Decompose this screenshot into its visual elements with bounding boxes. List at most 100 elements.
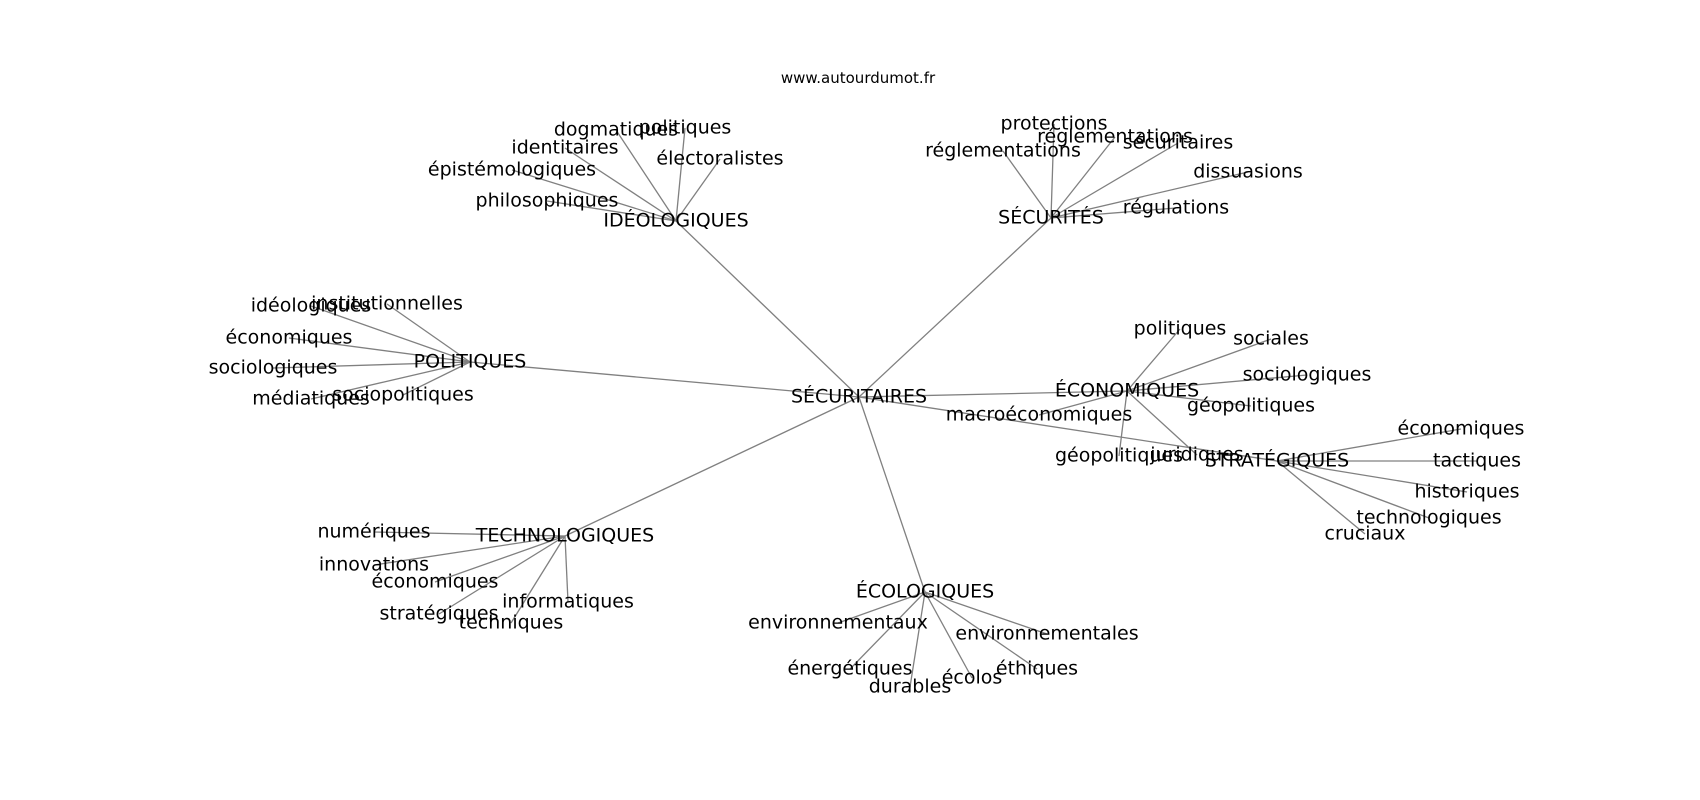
graph-edge — [675, 220, 860, 398]
leaf-node-label: historiques — [1414, 481, 1519, 503]
graph-edge — [272, 361, 471, 369]
leaf-node-label: régulations — [1123, 197, 1229, 219]
graph-edge — [1276, 428, 1462, 462]
leaf-node-label: dissuasions — [1193, 161, 1303, 183]
graph-edge — [402, 361, 471, 396]
graph-edge — [924, 591, 1048, 635]
graph-edge — [310, 305, 471, 363]
hub-node-label: ÉCOLOGIQUES — [856, 580, 994, 603]
leaf-node-label: durables — [869, 676, 952, 698]
leaf-node-label: philosophiques — [476, 190, 619, 212]
graph-edge — [615, 129, 677, 222]
graph-edge — [288, 337, 471, 363]
graph-edge — [858, 390, 1128, 398]
graph-edge — [469, 361, 860, 398]
leaf-node-label: idéologiques — [251, 295, 372, 317]
graph-edge — [924, 591, 1038, 670]
hub-node-label: STRATÉGIQUES — [1205, 449, 1350, 472]
graph-edge — [1126, 390, 1252, 407]
leaf-node-label: électoralistes — [656, 148, 783, 170]
leaf-node-label: juridiques — [1149, 444, 1243, 466]
graph-edge — [386, 303, 471, 363]
leaf-node-label: économiques — [226, 327, 353, 349]
hub-node-label: TECHNOLOGIQUES — [475, 525, 654, 547]
graph-edge — [1050, 142, 1179, 219]
leaf-node-label: énergétiques — [787, 658, 912, 680]
leaf-node-label: stratégiques — [380, 603, 499, 625]
graph-edge — [1126, 390, 1198, 456]
leaf-node-label: géopolitiques — [1055, 445, 1183, 467]
graph-edge — [373, 531, 566, 537]
graph-edge — [1050, 123, 1055, 219]
graph-edge — [858, 396, 926, 593]
graph-edge — [837, 591, 926, 624]
graph-edges — [272, 123, 1477, 688]
leaf-node-label: économiques — [372, 571, 499, 593]
leaf-node-label: dogmatiques — [554, 119, 678, 141]
graph-edge — [510, 535, 566, 624]
graph-edge — [1276, 460, 1366, 535]
leaf-node-label: cruciaux — [1325, 523, 1406, 545]
graph-edge — [564, 147, 677, 222]
graph-edge — [434, 535, 566, 583]
leaf-node-label: sécuritaires — [1123, 132, 1234, 154]
graph-edge — [924, 591, 973, 679]
leaf-node-label: politiques — [639, 117, 732, 139]
hub-node-label: SÉCURITÉS — [998, 206, 1104, 229]
leaf-node-label: réglementations — [925, 140, 1081, 162]
graph-edge — [1050, 171, 1249, 219]
leaf-node-label: macroéconomiques — [946, 404, 1133, 426]
leaf-node-label: sociales — [1233, 328, 1309, 350]
graph-edge — [675, 127, 686, 222]
leaf-node-label: techniques — [459, 612, 564, 634]
leaf-node-label: sociologiques — [1243, 364, 1372, 386]
leaf-node-label: environnementales — [955, 623, 1138, 645]
leaf-node-label: réglementations — [1037, 126, 1193, 148]
site-url[interactable]: www.autourdumot.fr — [781, 69, 936, 87]
leaf-node-label: sociopolitiques — [332, 384, 474, 406]
graph-edge — [1276, 460, 1430, 519]
graph-edge — [1126, 338, 1272, 392]
leaf-node-label: innovations — [319, 554, 429, 576]
graph-edge — [1050, 136, 1116, 219]
graph-edge — [564, 535, 569, 603]
graph-edge — [1126, 374, 1308, 392]
graph-edge — [675, 158, 721, 222]
leaf-node-label: tactiques — [1433, 450, 1521, 472]
hub-node-label: ÉCONOMIQUES — [1055, 379, 1199, 402]
graph-edge — [1038, 390, 1128, 416]
graph-edge — [909, 591, 926, 688]
graph-edge — [373, 535, 566, 566]
hub-node-label: POLITIQUES — [414, 351, 527, 373]
graph-edge — [858, 396, 1278, 462]
leaf-node-label: institutionnelles — [311, 293, 463, 315]
leaf-node-label: éthiques — [996, 658, 1078, 680]
leaf-node-label: épistémologiques — [428, 159, 596, 181]
hub-node-label: SÉCURITAIRES — [791, 385, 927, 408]
graph-edge — [1126, 328, 1181, 392]
leaf-node-label: environnementaux — [748, 612, 928, 634]
graph-edge — [858, 217, 1052, 398]
leaf-node-label: sociologiques — [209, 357, 338, 379]
graph-edge — [310, 361, 471, 400]
leaf-node-label: technologiques — [1356, 507, 1501, 529]
graph-edge — [1002, 150, 1052, 219]
graph-edge — [1050, 207, 1177, 219]
hub-node-label: IDÉOLOGIQUES — [603, 209, 748, 232]
graph-edge — [849, 591, 926, 670]
leaf-node-label: politiques — [1134, 318, 1227, 340]
leaf-node-label: géopolitiques — [1187, 395, 1315, 417]
leaf-node-label: identitaires — [511, 137, 618, 159]
leaf-node-label: médiatiques — [252, 388, 370, 410]
leaf-node-label: économiques — [1398, 418, 1525, 440]
graph-edge — [511, 169, 677, 222]
graph-edge — [1276, 460, 1468, 493]
graph-labels: SÉCURITAIRES IDÉOLOGIQUES SÉCURITÉS POLITIQ… — [209, 113, 1525, 698]
graph-edge — [546, 200, 677, 222]
graph-edge — [564, 396, 860, 537]
graph-edge — [1118, 390, 1128, 457]
leaf-node-label: informatiques — [502, 591, 634, 613]
leaf-node-label: numériques — [317, 521, 430, 543]
leaf-node-label: écolos — [942, 667, 1003, 689]
